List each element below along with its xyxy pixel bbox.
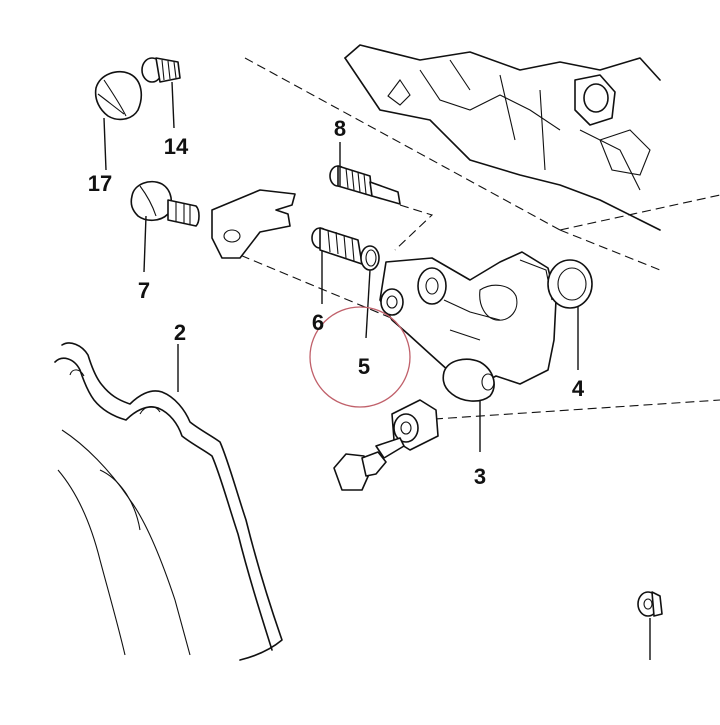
callout-5: 5 [358, 354, 370, 379]
part-8-valve-pin [329, 165, 401, 205]
leader-lines [103, 81, 651, 660]
part-17-cap [94, 70, 143, 121]
part-4-seal-ring [547, 259, 593, 309]
highlight-circle [309, 306, 411, 408]
callout-4: 4 [572, 376, 585, 401]
part-14-screw [141, 57, 181, 83]
engine-housing-outline [344, 44, 661, 231]
callout-3: 3 [474, 464, 486, 489]
callout-17: 17 [88, 171, 112, 196]
hex-bolt [333, 437, 405, 491]
part-5-o-ring [360, 245, 380, 271]
assembly-guide-lines [227, 57, 720, 421]
part-6-threaded-insert [311, 227, 363, 265]
callout-8: 8 [334, 116, 346, 141]
callout-7: 7 [138, 278, 150, 303]
valve-cover-gasket [54, 342, 283, 661]
spacer-sleeve [391, 399, 439, 451]
callout-14: 14 [164, 134, 189, 159]
callout-labels: 17 14 8 7 2 6 5 4 3 [88, 116, 585, 489]
fork-bracket [211, 189, 296, 259]
callout-2: 2 [174, 320, 186, 345]
small-bolt-bottom-right [637, 591, 663, 617]
part-7-bolt [130, 180, 200, 227]
valve-body [379, 251, 557, 402]
callout-6: 6 [312, 310, 324, 335]
